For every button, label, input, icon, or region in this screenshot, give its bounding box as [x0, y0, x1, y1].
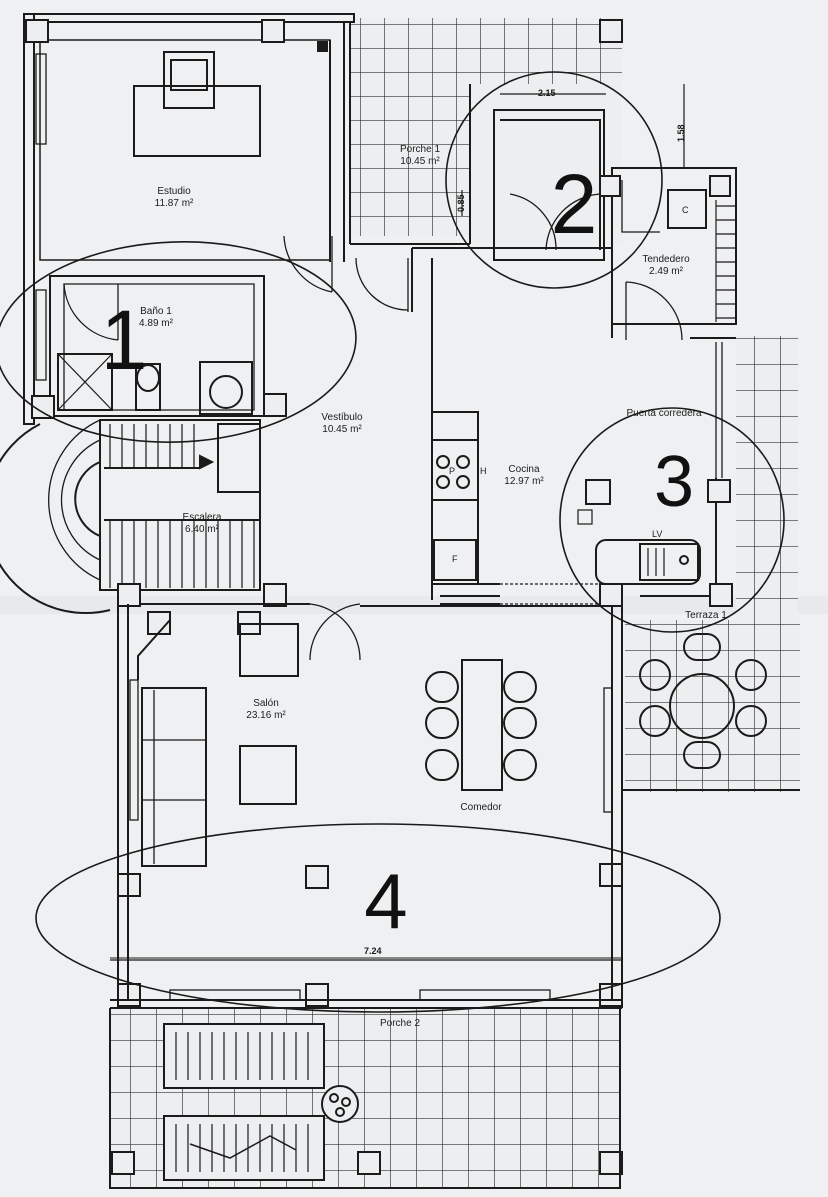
room-label-porche1: Porche 1 10.45 m²	[400, 144, 440, 168]
room-area: 23.16 m²	[246, 710, 286, 721]
room-label-bano1: Baño 1 4.89 m²	[139, 306, 173, 330]
room-area: 2.49 m²	[649, 266, 683, 277]
room-name: Escalera	[182, 512, 222, 523]
room-name: Baño 1	[140, 306, 172, 317]
marker-4: 4	[364, 857, 408, 945]
room-area: 12.97 m²	[504, 476, 544, 487]
room-name: Cocina	[508, 464, 540, 475]
marker-4-ellipse	[35, 823, 721, 1013]
room-name: Estudio	[157, 186, 191, 197]
sliding-door-label: Puerta corredera	[626, 408, 701, 420]
room-name: Terraza 1	[685, 610, 727, 621]
room-name: Porche 2	[379, 1018, 421, 1029]
room-name: Vestíbulo	[321, 412, 363, 423]
room-area: 4.89 m²	[139, 318, 173, 329]
marker-2-circle	[445, 71, 663, 289]
room-area: 11.87 m²	[154, 198, 194, 209]
fridge-label: F	[452, 554, 458, 564]
room-label-cocina: Cocina 12.97 m²	[504, 464, 543, 488]
dim-bottom: 7.24	[364, 946, 382, 956]
room-name: Salón	[253, 698, 279, 709]
marker-1: 1	[100, 293, 148, 387]
dim-side: 1.58	[676, 124, 686, 142]
marker-2: 2	[550, 157, 598, 251]
room-label-porche2: Porche 2	[380, 1018, 420, 1030]
room-area: 6.40 m²	[185, 524, 219, 535]
hob-label: P	[449, 466, 456, 476]
room-label-salon: Salón 23.16 m²	[246, 698, 285, 722]
room-label-escalera: Escalera 6.40 m²	[183, 512, 222, 536]
room-label-estudio: Estudio 11.87 m²	[155, 186, 194, 210]
room-area: 10.45 m²	[400, 156, 440, 167]
room-name: Porche 1	[399, 144, 441, 155]
room-label-comedor: Comedor	[460, 802, 501, 814]
dim-top: 2.15	[538, 88, 556, 98]
room-label-terraza1: Terraza 1	[685, 610, 727, 622]
marker-3: 3	[653, 442, 695, 522]
room-label-tendedero: Tendedero 2.49 m²	[642, 254, 689, 278]
boiler-label: C	[682, 205, 689, 215]
room-name: Comedor	[460, 802, 502, 813]
room-label-vestibulo: Vestíbulo 10.45 m²	[321, 412, 362, 436]
marker-3-circle	[559, 407, 785, 633]
sink-label: LV	[652, 529, 663, 539]
marker-1-ellipse	[0, 241, 357, 443]
room-area: 10.45 m²	[322, 424, 362, 435]
sliding-door-text: Puerta corredera	[626, 408, 702, 419]
dim-porche: 0.85	[456, 194, 466, 212]
room-name: Tendedero	[642, 254, 690, 265]
hood-label: H	[480, 466, 487, 476]
